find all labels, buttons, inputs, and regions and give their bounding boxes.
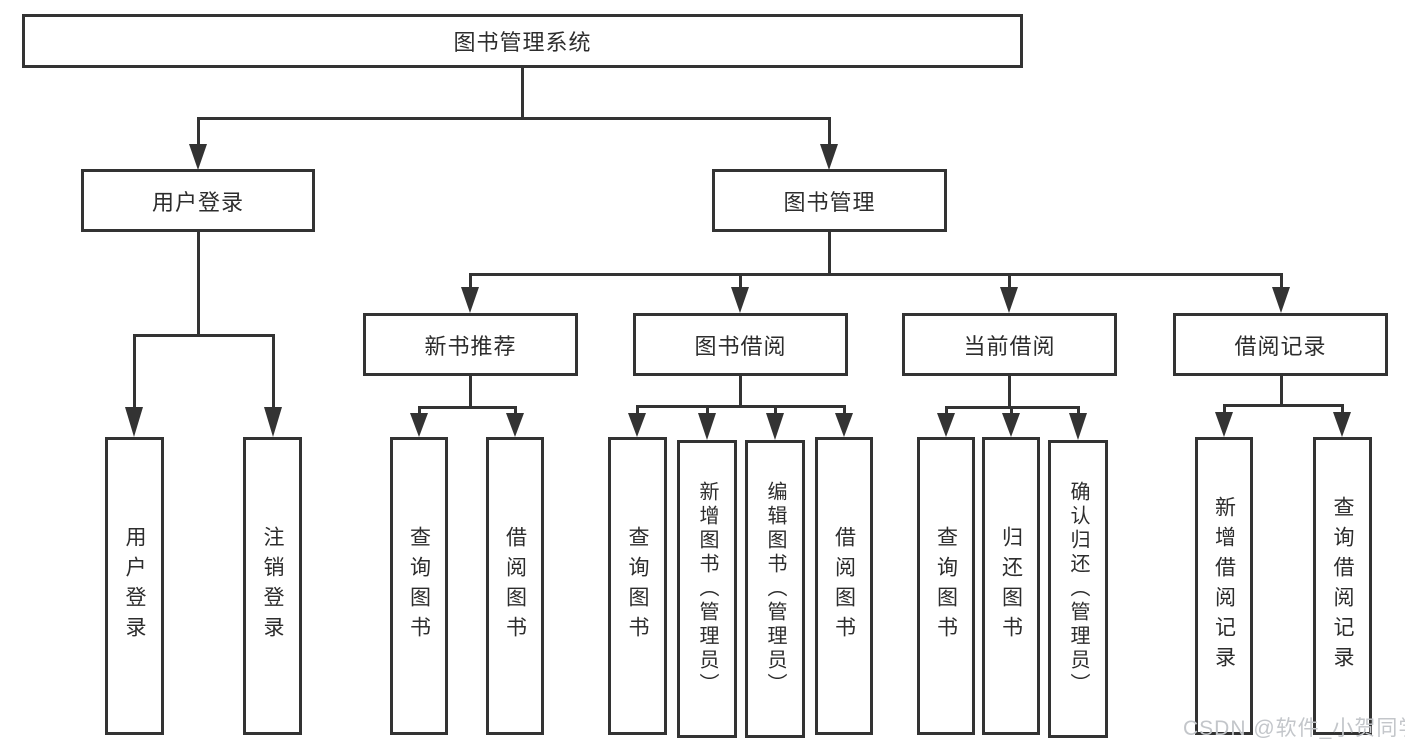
leaf-edit-books-admin: 编辑图书（管理员） bbox=[745, 440, 805, 738]
leaf-label: 查询图书 bbox=[626, 526, 649, 646]
connector-stub bbox=[843, 405, 846, 413]
connector-stub bbox=[636, 405, 639, 413]
arrow-down-icon bbox=[506, 413, 524, 437]
leaf-user-login: 用户登录 bbox=[105, 437, 164, 735]
connector-stub bbox=[272, 334, 275, 407]
connector-stub bbox=[828, 117, 831, 144]
csdn-watermark: CSDN @软件_小贺同学 bbox=[1183, 717, 1405, 740]
connector-stub bbox=[706, 405, 709, 413]
leaf-confirm-return-admin: 确认归还（管理员） bbox=[1048, 440, 1108, 738]
connector-management-split bbox=[469, 273, 1283, 276]
connector-stub bbox=[1223, 404, 1226, 412]
connector-borrow-split bbox=[636, 405, 845, 408]
node-label: 用户登录 bbox=[151, 189, 244, 215]
connector-login-split bbox=[133, 334, 275, 337]
leaf-query-borrow-record: 查询借阅记录 bbox=[1313, 437, 1372, 735]
connector-management-drop bbox=[828, 232, 831, 274]
arrow-down-icon bbox=[1000, 287, 1018, 313]
leaf-label: 查询图书 bbox=[934, 526, 958, 646]
connector-records-split bbox=[1223, 404, 1344, 407]
leaf-label: 新增图书（管理员） bbox=[696, 481, 718, 697]
leaf-label: 新增借阅记录 bbox=[1212, 496, 1236, 676]
leaf-label: 归还图书 bbox=[999, 526, 1023, 646]
arrow-down-icon bbox=[628, 413, 646, 437]
leaf-label: 借阅图书 bbox=[503, 526, 527, 646]
arrow-down-icon bbox=[1215, 412, 1233, 437]
connector-borrow-drop bbox=[739, 376, 742, 406]
connector-root-split bbox=[197, 117, 831, 120]
connector-stub bbox=[1341, 404, 1344, 412]
arrow-down-icon bbox=[1002, 413, 1020, 437]
leaf-label: 确认归还（管理员） bbox=[1067, 481, 1089, 697]
connector-stub bbox=[197, 117, 200, 144]
leaf-query-books: 查询图书 bbox=[608, 437, 667, 735]
connector-stub bbox=[1010, 406, 1013, 413]
leaf-add-borrow-record: 新增借阅记录 bbox=[1195, 437, 1253, 735]
leaf-label: 注销登录 bbox=[261, 526, 284, 646]
leaf-query-books: 查询图书 bbox=[917, 437, 975, 735]
leaf-borrow-books: 借阅图书 bbox=[486, 437, 544, 735]
connector-stub bbox=[418, 406, 421, 413]
node-user-login: 用户登录 bbox=[81, 169, 315, 232]
connector-recommend-drop bbox=[469, 376, 472, 407]
node-current-borrowing: 当前借阅 bbox=[902, 313, 1117, 376]
arrow-down-icon bbox=[1069, 413, 1087, 440]
connector-stub bbox=[133, 334, 136, 407]
node-new-book-recommend: 新书推荐 bbox=[363, 313, 578, 376]
node-label: 图书借阅 bbox=[694, 333, 787, 359]
connector-login-drop bbox=[197, 232, 200, 335]
arrow-down-icon bbox=[189, 144, 207, 170]
arrow-down-icon bbox=[1333, 412, 1351, 437]
leaf-query-books: 查询图书 bbox=[390, 437, 448, 735]
arrow-down-icon bbox=[820, 144, 838, 170]
node-borrowing-records: 借阅记录 bbox=[1173, 313, 1388, 376]
connector-stub bbox=[774, 405, 777, 413]
leaf-label: 查询借阅记录 bbox=[1331, 496, 1354, 676]
leaf-borrow-books: 借阅图书 bbox=[815, 437, 873, 735]
node-label: 新书推荐 bbox=[424, 333, 517, 359]
connector-stub bbox=[1280, 273, 1283, 287]
arrow-down-icon bbox=[766, 413, 784, 440]
connector-stub bbox=[945, 406, 948, 413]
connector-stub bbox=[1008, 273, 1011, 287]
node-library-management-system: 图书管理系统 bbox=[22, 14, 1023, 68]
arrow-down-icon bbox=[461, 287, 479, 313]
leaf-label: 编辑图书（管理员） bbox=[764, 481, 786, 697]
leaf-label: 查询图书 bbox=[407, 526, 431, 646]
leaf-label: 用户登录 bbox=[123, 526, 146, 646]
connector-records-drop bbox=[1280, 376, 1283, 405]
arrow-down-icon bbox=[731, 287, 749, 313]
connector-stub bbox=[469, 273, 472, 287]
connector-root-drop bbox=[521, 68, 524, 118]
node-label: 借阅记录 bbox=[1234, 333, 1327, 359]
arrow-down-icon bbox=[698, 413, 716, 440]
arrow-down-icon bbox=[835, 413, 853, 437]
connector-stub bbox=[1077, 406, 1080, 413]
arrow-down-icon bbox=[125, 407, 143, 437]
arrow-down-icon bbox=[1272, 287, 1290, 313]
connector-current-drop bbox=[1008, 376, 1011, 407]
leaf-return-books: 归还图书 bbox=[982, 437, 1040, 735]
node-label: 图书管理 bbox=[783, 189, 876, 215]
arrow-down-icon bbox=[410, 413, 428, 437]
arrow-down-icon bbox=[937, 413, 955, 437]
connector-stub bbox=[739, 273, 742, 287]
leaf-add-books-admin: 新增图书（管理员） bbox=[677, 440, 737, 738]
node-book-management: 图书管理 bbox=[712, 169, 947, 232]
node-label: 图书管理系统 bbox=[453, 30, 592, 55]
arrow-down-icon bbox=[264, 407, 282, 437]
node-label: 当前借阅 bbox=[963, 333, 1056, 359]
leaf-logout: 注销登录 bbox=[243, 437, 302, 735]
leaf-label: 借阅图书 bbox=[832, 526, 856, 646]
connector-stub bbox=[514, 406, 517, 413]
node-book-borrowing: 图书借阅 bbox=[633, 313, 848, 376]
connector-recommend-split bbox=[418, 406, 517, 409]
